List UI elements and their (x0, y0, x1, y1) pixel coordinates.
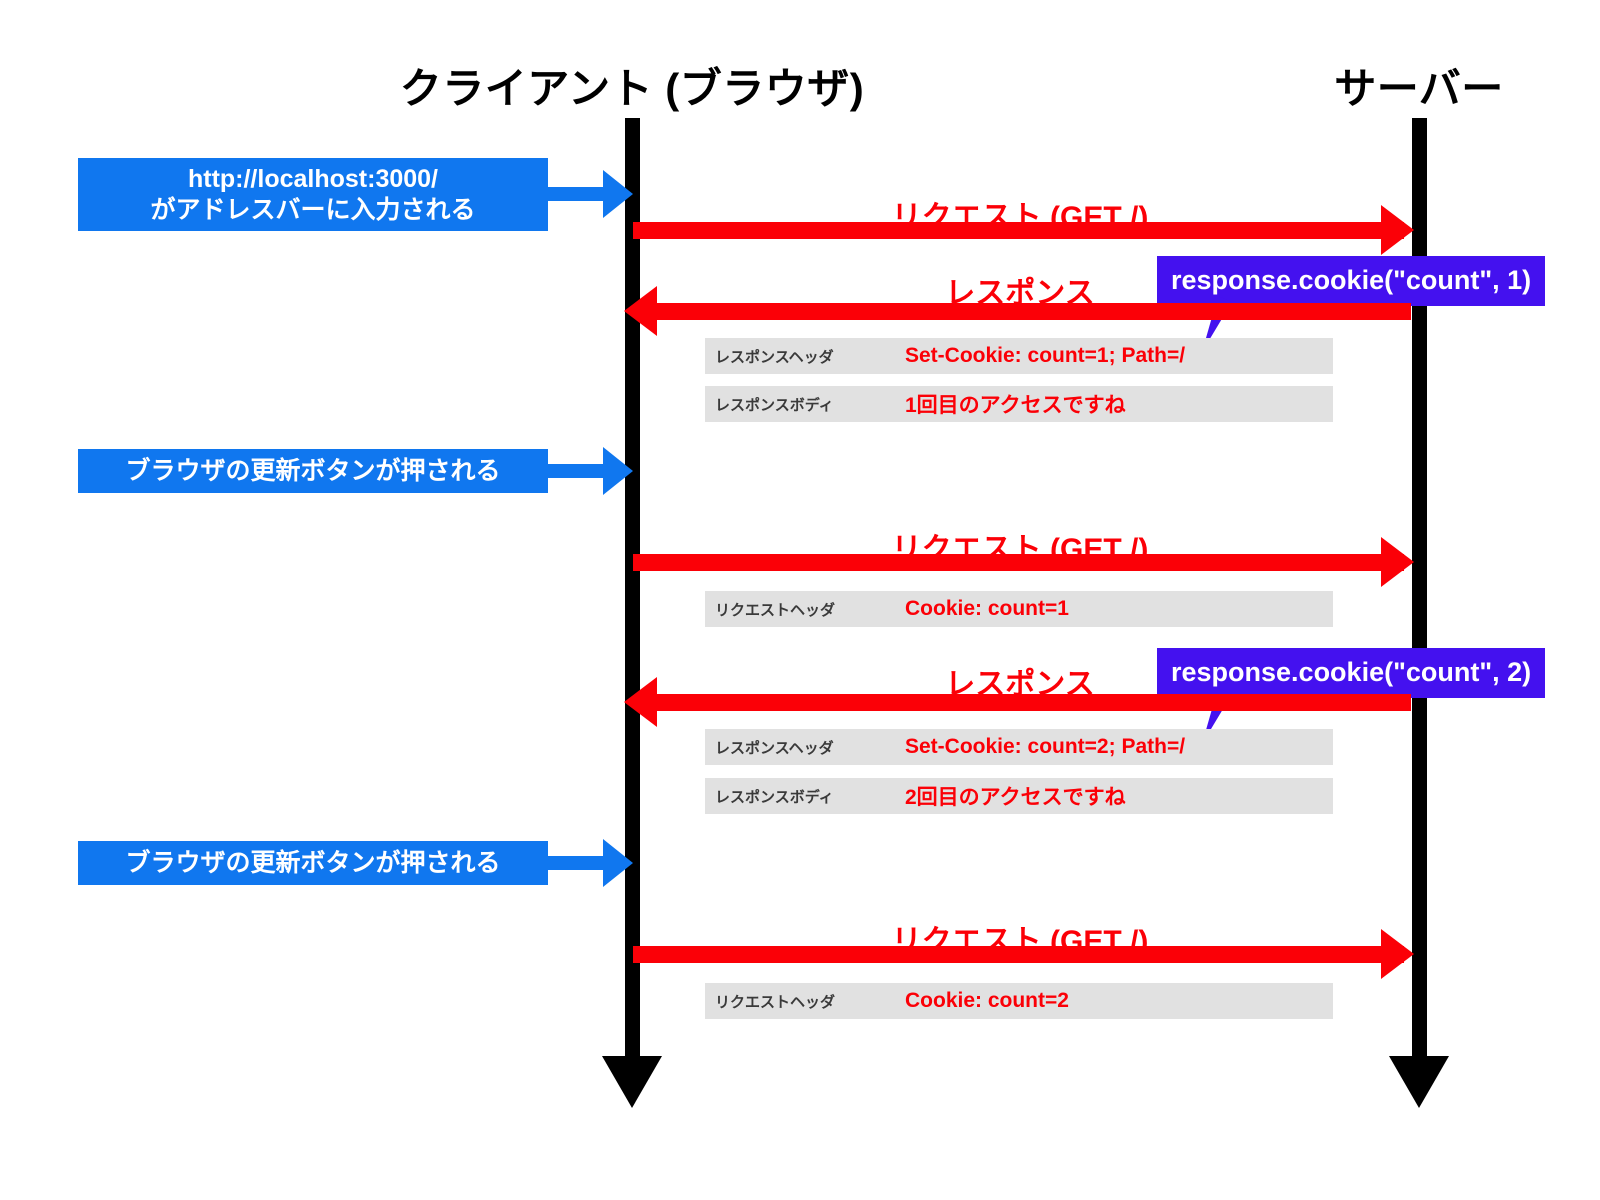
message-shaft-request-2 (633, 554, 1404, 571)
header-row-value: Set-Cookie: count=1; Path=/ (905, 344, 1186, 367)
header-row-value: Cookie: count=1 (905, 597, 1069, 620)
message-shaft-request-3 (633, 946, 1404, 963)
header-row-value: 2回目のアクセスですね (905, 786, 1126, 809)
event-line: ブラウザの更新ボタンが押される (125, 456, 501, 485)
message-arrowhead-left-icon (624, 677, 657, 727)
lifeline-client (625, 118, 640, 1060)
event-box-reload-2: ブラウザの更新ボタンが押される (78, 841, 548, 885)
header-row-key: レスポンスヘッダ (715, 348, 834, 366)
lifeline-client-arrowhead-icon (602, 1056, 662, 1108)
event-line: http://localhost:3000/ (187, 165, 439, 193)
header-row: レスポンスボディ 1回目のアクセスですね (705, 386, 1333, 422)
header-row-key: リクエストヘッダ (715, 601, 836, 619)
lifeline-server-arrowhead-icon (1389, 1056, 1449, 1108)
event-arrow-shaft (548, 856, 610, 870)
header-row: レスポンスヘッダ Set-Cookie: count=2; Path=/ (705, 729, 1333, 765)
header-row: レスポンスヘッダ Set-Cookie: count=1; Path=/ (705, 338, 1333, 374)
event-line: がアドレスバーに入力される (150, 195, 476, 224)
header-row: リクエストヘッダ Cookie: count=1 (705, 591, 1333, 627)
event-arrowhead-icon (603, 839, 633, 887)
message-arrowhead-left-icon (624, 286, 657, 336)
header-row-key: レスポンスヘッダ (715, 739, 834, 757)
header-row-key: リクエストヘッダ (715, 993, 836, 1011)
header-row-key: レスポンスボディ (715, 396, 834, 414)
header-row-value: Set-Cookie: count=2; Path=/ (905, 735, 1186, 758)
actor-client-title: クライアント (ブラウザ) (399, 65, 865, 112)
header-row: リクエストヘッダ Cookie: count=2 (705, 983, 1333, 1019)
header-row: レスポンスボディ 2回目のアクセスですね (705, 778, 1333, 814)
message-arrowhead-right-icon (1381, 537, 1414, 587)
header-row-value: Cookie: count=2 (905, 989, 1069, 1012)
event-line: ブラウザの更新ボタンが押される (125, 848, 501, 877)
event-arrowhead-icon (603, 170, 633, 218)
lifeline-server (1412, 118, 1427, 1060)
header-row-value: 1回目のアクセスですね (905, 394, 1126, 417)
message-shaft-response-2 (656, 694, 1411, 711)
event-arrowhead-icon (603, 447, 633, 495)
event-arrow-shaft (548, 187, 610, 201)
event-box-url-entered: http://localhost:3000/ がアドレスバーに入力される (78, 158, 548, 231)
actor-server-title: サーバー (1334, 65, 1504, 112)
message-arrowhead-right-icon (1381, 929, 1414, 979)
message-arrowhead-right-icon (1381, 205, 1414, 255)
event-box-reload-1: ブラウザの更新ボタンが押される (78, 449, 548, 493)
message-shaft-request-1 (633, 222, 1404, 239)
header-row-key: レスポンスボディ (715, 788, 834, 806)
callout-set-cookie-2: response.cookie("count", 2) (1157, 648, 1546, 698)
message-shaft-response-1 (656, 303, 1411, 320)
event-arrow-shaft (548, 464, 610, 478)
